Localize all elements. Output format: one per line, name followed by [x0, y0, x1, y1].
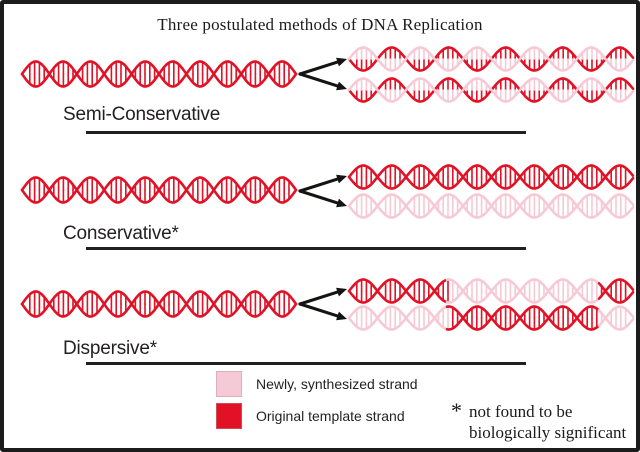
- replication-arrows-icon: [298, 287, 347, 321]
- product-dna-helix-bottom: [347, 305, 635, 331]
- footnote-line: biologically significant: [469, 423, 627, 442]
- legend-label: Original template strand: [256, 408, 405, 424]
- template-strand-swatch: [216, 403, 242, 429]
- legend-label: Newly, synthesized strand: [256, 376, 418, 392]
- product-dna-helix-bottom: [347, 77, 635, 103]
- parent-dna-helix: [20, 60, 298, 88]
- product-dna-helix-top: [347, 46, 635, 72]
- legend: Newly, synthesized strand Original templ…: [216, 371, 418, 429]
- footnote: * not found to be biologically significa…: [451, 398, 626, 443]
- divider-line: [86, 362, 526, 365]
- method-label: Semi-Conservative: [63, 104, 221, 125]
- footnote-line: not found to be: [469, 402, 573, 421]
- parent-dna-helix: [20, 176, 298, 204]
- new-strand-swatch: [216, 371, 242, 397]
- product-dna-helix-top: [347, 164, 635, 190]
- asterisk-icon: *: [451, 398, 462, 423]
- footnote-text: not found to be biologically significant: [469, 401, 626, 443]
- method-label: Dispersive*: [63, 338, 157, 359]
- replication-arrows-icon: [298, 174, 347, 208]
- divider-line: [86, 247, 526, 250]
- divider-line: [86, 131, 526, 134]
- replication-arrows-icon: [298, 57, 347, 91]
- legend-item-template-strand: Original template strand: [216, 403, 418, 429]
- diagram-title: Three postulated methods of DNA Replicat…: [157, 15, 483, 34]
- method-label: Conservative*: [63, 223, 179, 244]
- product-dna-helix-bottom: [347, 193, 635, 219]
- legend-item-new-strand: Newly, synthesized strand: [216, 371, 418, 397]
- product-dna-helix-top: [347, 278, 635, 304]
- parent-dna-helix: [20, 290, 298, 318]
